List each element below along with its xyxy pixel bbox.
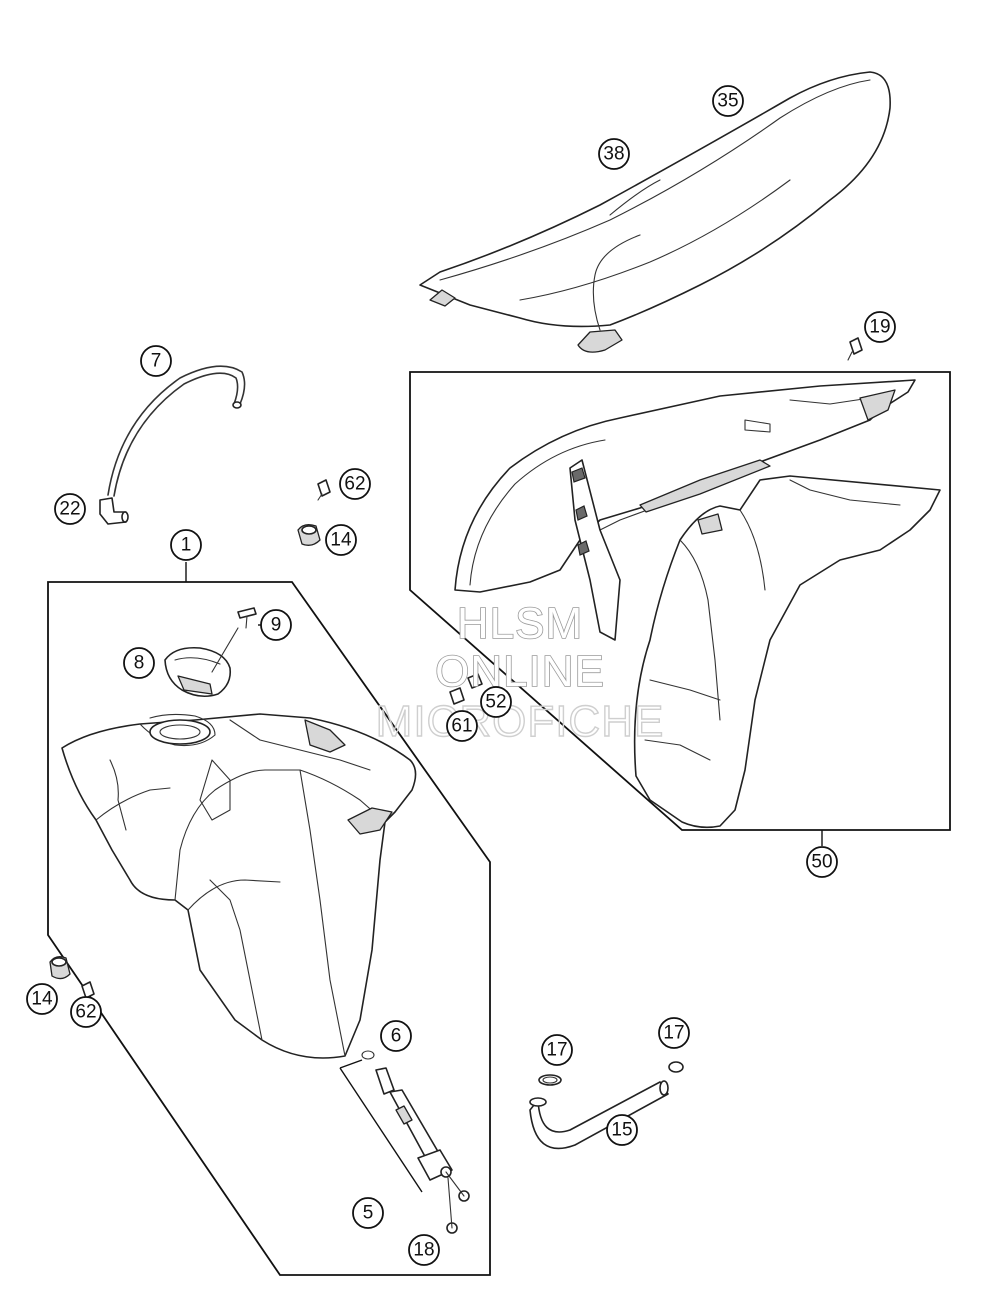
tank-group-frame [47, 581, 491, 1276]
svg-text:14: 14 [330, 530, 352, 551]
svg-text:15: 15 [611, 1120, 632, 1141]
svg-text:38: 38 [603, 144, 624, 165]
fuel-hose [529, 1080, 669, 1150]
callout-19: 19 [864, 311, 896, 343]
callout-17-right: 17 [658, 1017, 690, 1049]
callout-35: 35 [712, 85, 744, 117]
callout-22: 22 [54, 493, 86, 525]
svg-text:61: 61 [451, 716, 472, 737]
callout-14-top: 14 [325, 524, 357, 556]
bolt-62-top [317, 479, 331, 501]
callout-18: 18 [408, 1234, 440, 1266]
svg-text:7: 7 [151, 351, 162, 372]
svg-text:6: 6 [391, 1026, 402, 1047]
svg-text:17: 17 [663, 1023, 684, 1044]
svg-text:62: 62 [344, 474, 365, 495]
svg-text:8: 8 [134, 653, 145, 674]
fuel-tank [61, 713, 417, 1059]
callout-9: 9 [260, 609, 292, 641]
shroud-right [633, 475, 941, 829]
svg-text:22: 22 [59, 499, 80, 520]
shroud-left [454, 379, 916, 641]
svg-text:50: 50 [811, 852, 832, 873]
callout-38: 38 [598, 138, 630, 170]
svg-text:19: 19 [869, 317, 890, 338]
svg-text:52: 52 [485, 692, 506, 713]
watermark-line1: HLSM [457, 599, 583, 648]
svg-text:1: 1 [181, 535, 192, 556]
tank-cap [164, 627, 239, 698]
clamp-17-right [668, 1061, 684, 1073]
watermark-line2: ONLINE [435, 647, 605, 696]
callout-62-left: 62 [70, 996, 102, 1028]
watermark: HLSM ONLINE MICROFICHE [375, 598, 665, 747]
fitting-22 [99, 497, 129, 525]
svg-text:9: 9 [271, 615, 282, 636]
bolt-62-left [81, 981, 95, 999]
svg-text:62: 62 [75, 1002, 96, 1023]
bushing-14-top [297, 524, 321, 546]
callout-8: 8 [123, 647, 155, 679]
seat [419, 71, 891, 353]
svg-text:35: 35 [717, 91, 738, 112]
fuel-tap-assembly [339, 1050, 470, 1234]
svg-text:18: 18 [413, 1240, 434, 1261]
callout-61: 61 [446, 710, 478, 742]
callout-6: 6 [380, 1020, 412, 1052]
breather-hose [107, 365, 246, 497]
watermark-line3: MICROFICHE [376, 697, 665, 746]
callout-15: 15 [606, 1114, 638, 1146]
bushing-14-left [49, 956, 71, 980]
bolt-61 [449, 687, 465, 705]
callout-5: 5 [352, 1197, 384, 1229]
svg-text:5: 5 [363, 1203, 374, 1224]
callout-1: 1 [170, 529, 202, 561]
svg-text:14: 14 [31, 989, 53, 1010]
bolt-19 [847, 337, 863, 361]
callout-50: 50 [806, 846, 838, 878]
clamp-17-left [538, 1074, 562, 1086]
callout-62-top: 62 [339, 468, 371, 500]
callout-14-left: 14 [26, 983, 58, 1015]
callout-52: 52 [480, 686, 512, 718]
nut-52 [467, 673, 483, 689]
vent-valve [237, 607, 257, 629]
callout-17-left: 17 [541, 1034, 573, 1066]
shroud-group-frame [409, 371, 951, 831]
callout-7: 7 [140, 345, 172, 377]
svg-text:17: 17 [546, 1040, 567, 1061]
